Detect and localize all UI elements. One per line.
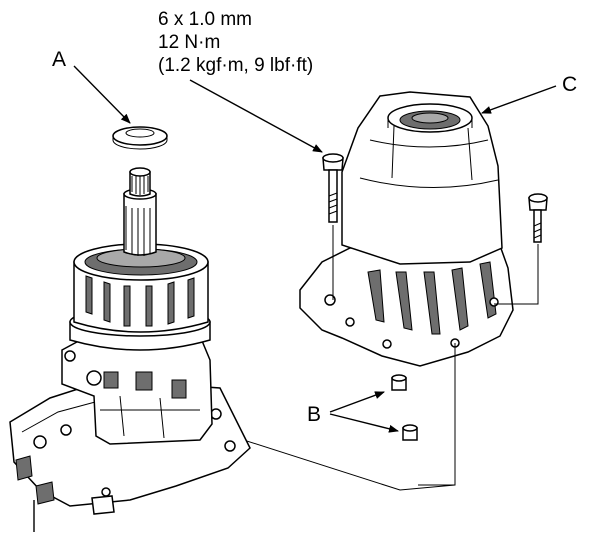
torque-spec-nm: 12 N·m xyxy=(158,32,220,53)
callout-a-label: A xyxy=(52,48,66,71)
thrust-washer-a xyxy=(112,126,168,150)
dowel-alignment-lines xyxy=(174,343,456,491)
transmission-housing-c xyxy=(299,91,514,367)
callout-b-label: B xyxy=(307,403,321,426)
dowel-pins-b xyxy=(391,374,418,441)
clutch-gear-assembly xyxy=(9,167,251,532)
torque-spec: 6 x 1.0 mm 12 N·m (1.2 kgf·m, 9 lbf·ft) xyxy=(158,9,313,76)
housing-bolt-right xyxy=(528,193,548,243)
housing-bolt-left xyxy=(322,153,344,223)
torque-spec-size: 6 x 1.0 mm xyxy=(158,9,252,30)
callout-c-leader xyxy=(481,85,557,114)
callout-b-leader-2 xyxy=(329,413,399,433)
torque-spec-kgf-lbf: (1.2 kgf·m, 9 lbf·ft) xyxy=(158,55,313,76)
callout-b-leader-1 xyxy=(329,391,385,413)
callout-c-label: C xyxy=(562,73,577,96)
callout-a-leader xyxy=(73,65,131,124)
torque-spec-leader xyxy=(189,79,323,153)
bolt-alignment-lines xyxy=(332,225,539,305)
